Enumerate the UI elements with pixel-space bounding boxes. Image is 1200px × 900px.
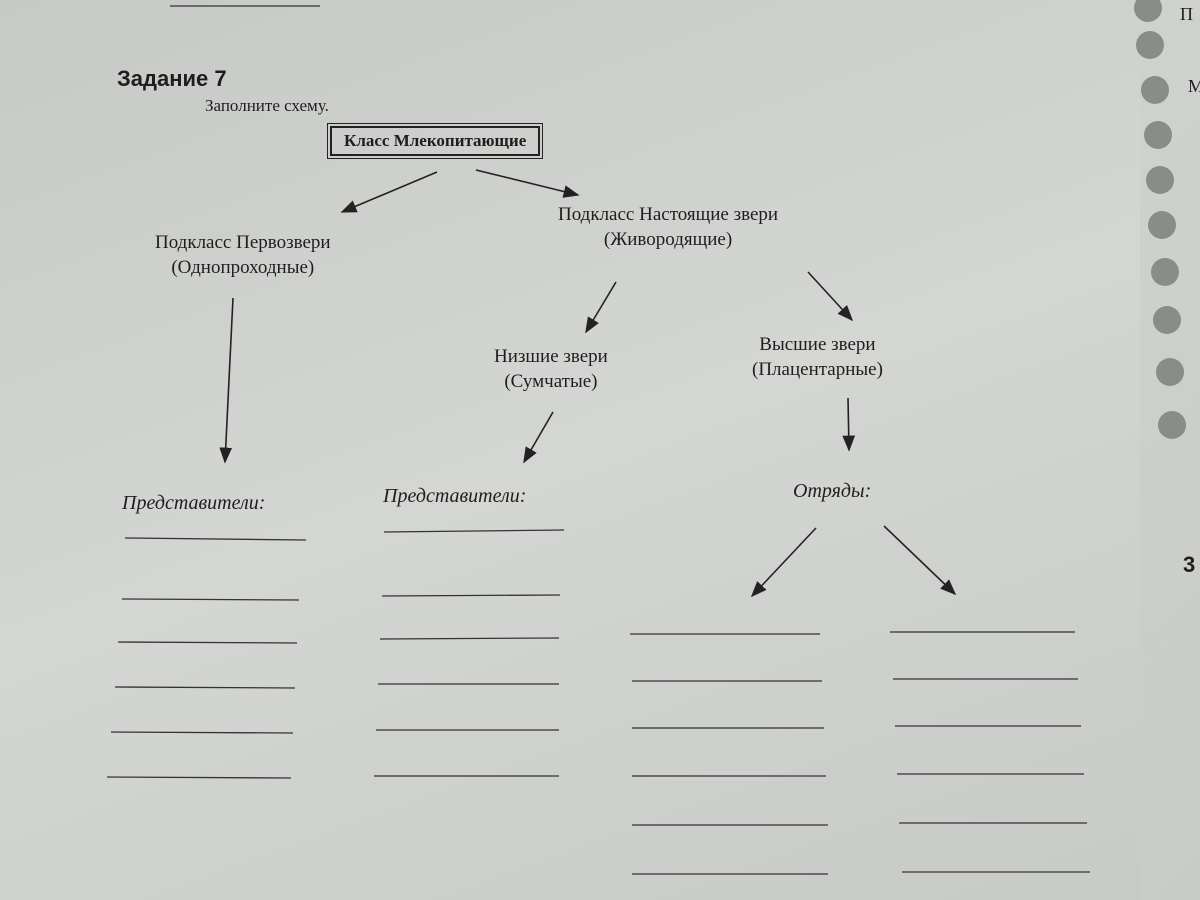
task-instruction: Заполните схему.: [205, 96, 329, 115]
root-node: Класс Млекопитающие: [326, 123, 544, 159]
arrow: [340, 171, 438, 213]
node-prototheria: Подкласс Первозвери (Однопроходные): [155, 230, 331, 280]
arrow: [750, 527, 817, 598]
node-line1: Низшие звери: [494, 346, 608, 367]
node-line2: (Плацентарные): [752, 359, 883, 380]
node-line1: Высшие звери: [759, 334, 876, 355]
node-theria: Подкласс Настоящие звери (Живородящие): [558, 202, 778, 252]
representatives-label-left: Представители:: [122, 492, 266, 514]
margin-letter: П: [1180, 4, 1193, 24]
representatives-label-middle: Представители:: [383, 485, 527, 507]
arrow: [842, 397, 856, 452]
margin-letter: М: [1188, 76, 1200, 96]
arrow: [807, 271, 854, 322]
arrow: [219, 297, 234, 464]
node-placentals: Высшие звери (Плацентарные): [752, 332, 883, 382]
arrow: [883, 525, 957, 596]
margin-number: 3: [1183, 552, 1196, 577]
arrow: [585, 281, 617, 334]
arrow: [523, 411, 554, 464]
arrow: [475, 169, 580, 198]
answer-blank-lines: [106, 5, 1090, 875]
task-title: Задание 7: [117, 66, 227, 91]
orders-label: Отряды:: [793, 480, 872, 502]
node-line1: Подкласс Настоящие звери: [558, 204, 779, 225]
node-line2: (Однопроходные): [171, 257, 315, 278]
binding-holes: [1134, 0, 1186, 439]
node-line2: (Живородящие): [603, 229, 733, 250]
node-marsupials: Низшие звери (Сумчатые): [494, 344, 608, 394]
node-line1: Подкласс Первозвери: [155, 232, 331, 253]
node-line2: (Сумчатые): [504, 371, 598, 392]
workbook-page: [0, 0, 1140, 900]
